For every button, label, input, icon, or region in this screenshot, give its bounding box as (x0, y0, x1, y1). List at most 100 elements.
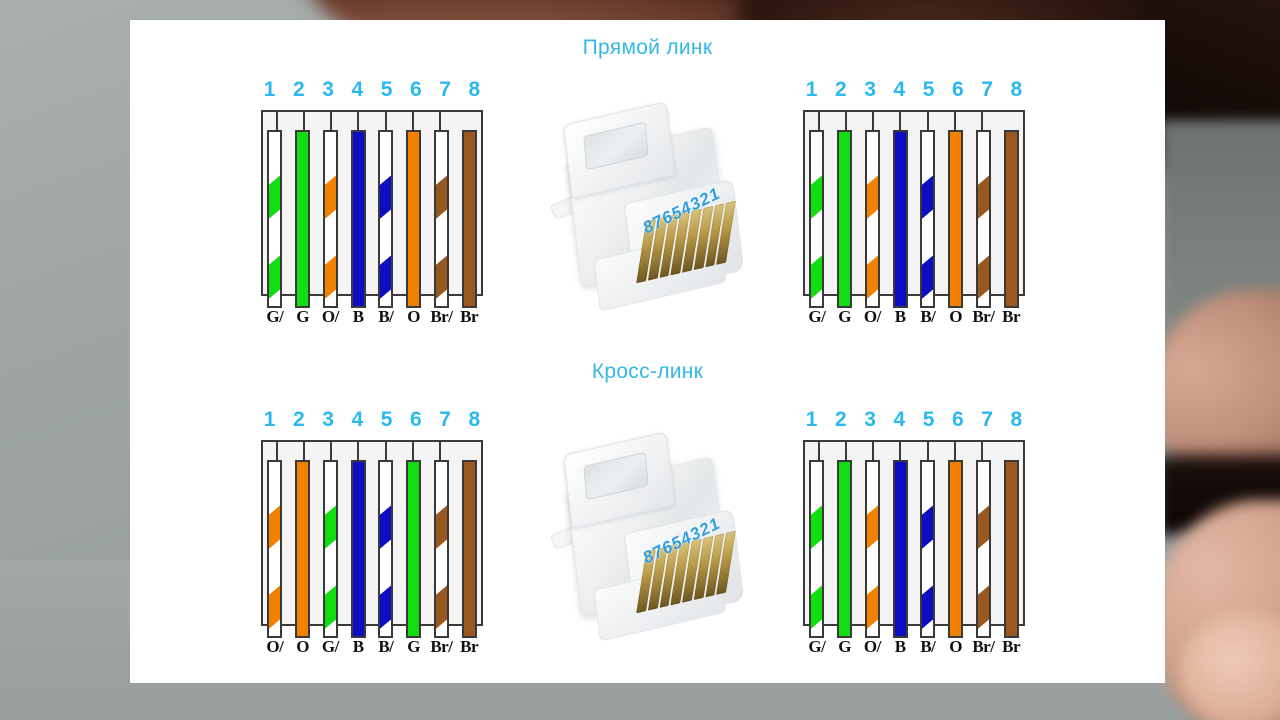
wire-label-pin-8: Br (460, 637, 479, 656)
wire-pin-6-O (948, 130, 964, 308)
pin-number-1: 1 (263, 408, 276, 431)
wire-label-pin-5: B/ (378, 307, 394, 326)
pin-number-1: 1 (805, 78, 818, 101)
wire-pin-1-Ow (267, 460, 283, 638)
wire-label-pin-3: G/ (321, 637, 339, 656)
wire-stripe-green (269, 166, 281, 224)
wire-stripe-orange (866, 166, 878, 224)
wire-cell-8 (455, 130, 483, 308)
wire-cell-4 (344, 130, 372, 308)
wire-pin-4-B (350, 130, 366, 308)
wire-cell-5 (372, 130, 400, 308)
wire-pin-3-Ow (864, 130, 880, 308)
pin-number-5: 5 (922, 78, 935, 101)
rj45-plug-cross: 87654321 (540, 431, 770, 650)
wire-pin-7-Brw (975, 460, 991, 638)
wire-pin-4-B (892, 130, 908, 308)
wire-pin-8-Br (461, 460, 477, 638)
wire-pin-4-B (350, 460, 366, 638)
pin-number-3: 3 (322, 408, 334, 431)
wire-label-pin-3: O/ (863, 637, 881, 656)
wire-pin-3-Ow (322, 130, 338, 308)
wire-label-pin-7: Br/ (972, 637, 995, 656)
wire-label-pin-4: B (894, 307, 906, 326)
pin-number-7: 7 (439, 408, 451, 431)
wire-pin-6-G (406, 460, 422, 638)
pin-number-6: 6 (410, 408, 422, 431)
wire-label-pin-6: O (407, 307, 420, 326)
wire-label-pin-2: G (838, 307, 851, 326)
wire-label-pin-3: O/ (863, 307, 881, 326)
wire-pin-2-G (295, 130, 311, 308)
wire-cell-7 (970, 460, 998, 638)
wire-pin-6-O (406, 130, 422, 308)
wire-cell-6 (942, 460, 970, 638)
wire-pin-7-Brw (433, 130, 449, 308)
wire-stripe-brown (977, 246, 989, 304)
wire-cell-8 (997, 460, 1025, 638)
wire-pin-1-Gw (809, 460, 825, 638)
wire-label-pin-5: B/ (920, 637, 936, 656)
wire-cell-4 (886, 130, 914, 308)
pin-number-7: 7 (981, 408, 993, 431)
wire-pin-5-Bw (920, 130, 936, 308)
pin-number-8: 8 (1010, 78, 1023, 101)
wire-cell-2 (289, 130, 317, 308)
wire-pin-5-Bw (378, 460, 394, 638)
backdrop-fingertip (1180, 610, 1280, 720)
wire-label-pin-7: Br/ (430, 307, 453, 326)
pin-number-1: 1 (805, 408, 818, 431)
wire-stripe-blue (380, 246, 392, 304)
wire-label-pin-2: O (296, 637, 309, 656)
wire-stripe-brown (977, 576, 989, 634)
wire-pin-3-Gw (322, 460, 338, 638)
wire-stripe-orange (866, 576, 878, 634)
pin-number-5: 5 (380, 408, 393, 431)
wire-stripe-brown (977, 496, 989, 554)
wire-pin-1-Gw (809, 130, 825, 308)
wire-label-pin-2: G (296, 307, 309, 326)
wire-label-pin-8: Br (1002, 637, 1021, 656)
pin-number-6: 6 (952, 78, 964, 101)
wire-label-pin-6: G (407, 637, 420, 656)
wire-stripe-green (811, 576, 823, 634)
wire-cell-3 (859, 130, 887, 308)
wire-label-pin-4: B (352, 637, 364, 656)
wire-cell-3 (317, 130, 345, 308)
wire-label-pin-8: Br (460, 307, 479, 326)
wire-stripe-blue (380, 576, 392, 634)
wire-cell-2 (831, 460, 859, 638)
wire-stripe-brown (977, 166, 989, 224)
wire-stripe-orange (269, 496, 281, 554)
rj45-plug-straight: 87654321 (540, 101, 770, 320)
wire-pin-2-G (837, 130, 853, 308)
wire-cell-5 (914, 460, 942, 638)
wire-cell-6 (942, 130, 970, 308)
wire-stripe-blue (922, 166, 934, 224)
wire-label-pin-1: G/ (808, 307, 826, 326)
pin-number-5: 5 (380, 78, 393, 101)
wire-cell-1 (261, 130, 289, 308)
wire-pin-8-Br (1003, 460, 1019, 638)
wire-pin-2-G (837, 460, 853, 638)
pin-number-3: 3 (322, 78, 334, 101)
wire-pin-8-Br (461, 130, 477, 308)
wire-stripe-orange (324, 246, 336, 304)
wire-stripe-brown (435, 496, 447, 554)
wire-cell-2 (831, 130, 859, 308)
wire-cell-3 (317, 460, 345, 638)
pin-number-4: 4 (351, 78, 364, 101)
pin-number-4: 4 (351, 408, 364, 431)
pin-number-6: 6 (410, 78, 422, 101)
wire-cell-1 (261, 460, 289, 638)
wire-label-pin-5: B/ (378, 637, 394, 656)
wire-cell-1 (803, 130, 831, 308)
wire-label-pin-6: O (949, 637, 962, 656)
